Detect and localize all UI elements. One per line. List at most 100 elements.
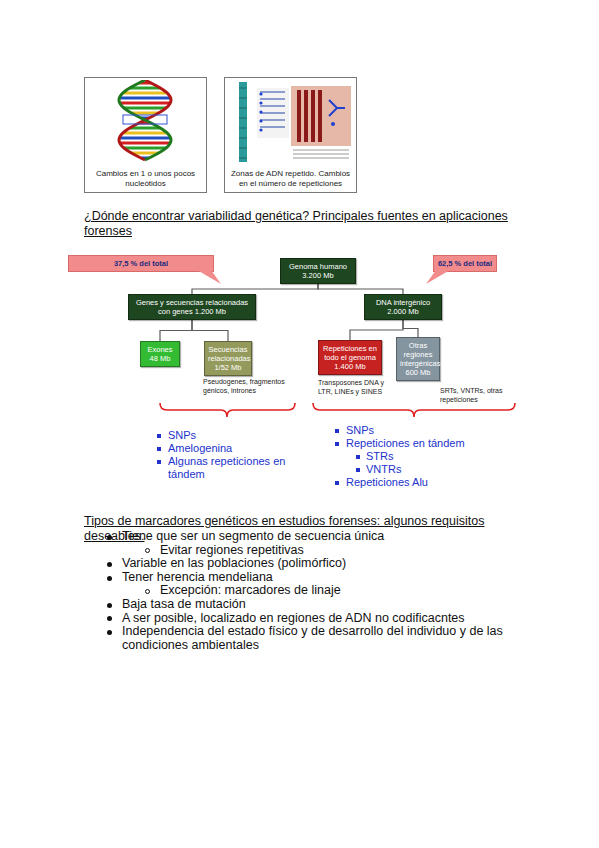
disc-bullet <box>107 616 112 621</box>
list-text: Variable en las poblaciones (polimórfico… <box>122 557 550 571</box>
note-panel <box>257 88 289 138</box>
callout-pointer <box>197 271 221 285</box>
base-pair <box>120 102 171 105</box>
small-note-line <box>260 112 285 114</box>
chromosome <box>239 82 247 162</box>
list-item: Algunas repeticiones en tándem <box>150 455 295 481</box>
list-text: Repeticiones Alu <box>346 476 508 489</box>
list-item: Repeticiones en tándem <box>328 437 508 450</box>
node-label: Genoma humano 3.200 Mb <box>284 262 352 280</box>
repeat-bar <box>297 90 301 142</box>
percent-callout: 62,5 % del total <box>433 255 497 272</box>
image-caption: Zonas de ADN repetido. Cambios en el núm… <box>228 169 353 189</box>
chromosome-band <box>239 88 247 89</box>
list-text: Excepción: marcadores de linaje <box>160 584 550 598</box>
list-text: VNTRs <box>366 463 508 476</box>
node-label: DNA intergénico 2.000 Mb <box>368 298 438 316</box>
marker-dot <box>259 92 262 95</box>
callout-pointer <box>426 271 450 285</box>
elbow-connector <box>192 320 228 341</box>
curly-bracket <box>160 403 295 417</box>
chromosome-band <box>239 118 247 119</box>
list-item: Tiene que ser un segmento de secuencia ú… <box>100 530 550 544</box>
chromosome-band <box>239 128 247 129</box>
square-bullet <box>356 455 360 459</box>
small-note-line <box>260 98 285 100</box>
list-item: Tener herencia mendeliana <box>100 571 550 585</box>
base-pair <box>120 142 171 145</box>
region-box: Repeticiones en todo el genoma 1.400 Mb <box>318 340 382 375</box>
region-box: Exones 48 Mb <box>140 341 180 367</box>
list-text: STRs <box>366 450 508 463</box>
root-box: Genoma humano 3.200 Mb <box>280 258 356 284</box>
small-note-line <box>293 150 349 151</box>
node-label: Secuencias relacionadas 1/52 Mb <box>208 345 248 372</box>
list-item: Repeticiones Alu <box>328 476 508 489</box>
callout-pointer-shape <box>426 271 450 284</box>
list-item: VNTRs <box>328 463 508 476</box>
region-box: Secuencias relacionadas 1/52 Mb <box>204 341 252 376</box>
repeat-bar <box>304 90 308 142</box>
list-item: SNPs <box>150 429 295 442</box>
list-text: Repeticiones en tándem <box>346 437 508 450</box>
small-note-line <box>260 126 285 128</box>
dna-strand <box>119 80 171 160</box>
disc-bullet <box>107 535 112 540</box>
bullet-list: SNPsRepeticiones en tándemSTRsVNTRsRepet… <box>328 424 508 489</box>
marker-dot <box>259 128 262 131</box>
chromosome-band <box>239 98 247 99</box>
chromosome-band <box>239 158 247 159</box>
list-item: A ser posible, localizado en regiones de… <box>100 612 550 626</box>
repeat-bar <box>318 90 322 142</box>
ring-bullet <box>145 548 150 553</box>
annotation: Transposones DNA y LTR, LINEs y SINES <box>318 378 392 396</box>
list-text: Independencia del estado físico y de des… <box>122 625 550 652</box>
square-bullet <box>157 434 161 438</box>
base-pair <box>124 107 166 110</box>
square-bullet <box>335 429 339 433</box>
list-item: Amelogenina <box>150 442 295 455</box>
list-item: Excepción: marcadores de linaje <box>100 584 550 598</box>
illustration-box: Cambios en 1 o unos pocos nucleótidos <box>84 77 207 193</box>
list-text: Amelogenina <box>168 442 295 455</box>
small-note-line <box>260 105 285 107</box>
dna-strand <box>119 80 171 160</box>
disc-bullet <box>107 576 112 581</box>
marker-dot <box>331 122 335 126</box>
base-pair <box>124 147 166 150</box>
section-heading: ¿Dónde encontrar variabilidad genética? … <box>84 209 536 239</box>
small-note-line <box>293 154 349 155</box>
list-text: Tener herencia mendeliana <box>122 571 550 585</box>
bullet-list: SNPsAmelogeninaAlgunas repeticiones en t… <box>150 429 295 481</box>
node-label: Genes y secuencias relacionadas con gene… <box>132 298 252 316</box>
square-bullet <box>157 447 161 451</box>
list-text: SNPs <box>346 424 508 437</box>
repeat-bar <box>311 90 315 142</box>
annotation: Pseudogenes, fragmentos génicos, introne… <box>203 377 287 395</box>
list-item: SNPs <box>328 424 508 437</box>
small-note-line <box>260 119 285 121</box>
square-bullet <box>335 442 339 446</box>
list-item: STRs <box>328 450 508 463</box>
small-note-line <box>260 91 285 93</box>
dna-helix-picture <box>85 80 206 162</box>
node-label: Exones 48 Mb <box>144 345 176 363</box>
list-text: Evitar regiones repetitivas <box>160 544 550 558</box>
square-bullet <box>157 460 161 464</box>
percent-callout: 37,5 % del total <box>68 255 214 272</box>
list-item: Evitar regiones repetitivas <box>100 544 550 558</box>
list-text: Tiene que ser un segmento de secuencia ú… <box>122 530 550 544</box>
node-label: Otras regiones intergénicas 600 Mb <box>400 341 436 377</box>
square-bullet <box>356 468 360 472</box>
square-bullet <box>335 481 339 485</box>
small-note-line <box>293 158 349 159</box>
node-label: 62,5 % del total <box>437 259 493 268</box>
list-item: Independencia del estado físico y de des… <box>100 625 550 652</box>
repeat-dna-picture <box>225 80 356 162</box>
list-item: Baja tasa de mutación <box>100 598 550 612</box>
chromosome-band <box>239 148 247 149</box>
region-box: Otras regiones intergénicas 600 Mb <box>396 337 440 381</box>
list-text: A ser posible, localizado en regiones de… <box>122 612 550 626</box>
marker-dot <box>259 101 262 104</box>
